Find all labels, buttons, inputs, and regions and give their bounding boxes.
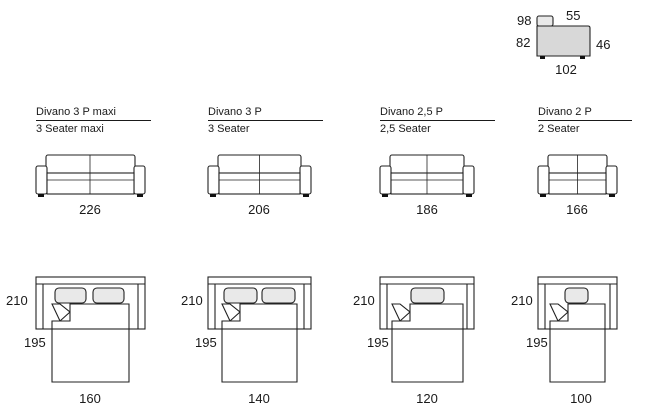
mattress-length-label: 195 [367,335,389,350]
sofa-front-view-2p [537,154,618,197]
mattress-length-label: 195 [526,335,548,350]
bed-length-label: 210 [6,293,28,308]
model-subtitle: 3 Seater [208,123,250,135]
sofa-front-view-3p [207,154,312,197]
sofa-bed-plan-2p [537,276,618,383]
mattress-width-label: 100 [570,391,592,406]
bed-length-label: 210 [353,293,375,308]
bed-length-label: 210 [511,293,533,308]
sofa-bed-plan-3p-maxi [35,276,146,383]
arm-height-label: 46 [596,37,611,52]
sofa-width-label: 226 [79,202,101,217]
seat-height-label: 82 [516,35,531,50]
mattress-width-label: 160 [79,391,101,406]
sofa-width-label: 186 [416,202,438,217]
mattress-width-label: 140 [248,391,270,406]
title-rule [380,120,495,121]
model-subtitle: 3 Seater maxi [36,123,104,135]
model-title: Divano 3 P maxi [36,106,116,118]
module-depth-label: 102 [555,62,577,77]
sofa-bed-plan-2-5p [379,276,475,383]
mattress-width-label: 120 [416,391,438,406]
mattress-length-label: 195 [24,335,46,350]
title-rule [538,120,632,121]
side-profile-drawing [536,15,591,59]
sofa-bed-plan-3p [207,276,312,383]
model-title: Divano 2,5 P [380,106,443,118]
model-subtitle: 2,5 Seater [380,123,431,135]
sofa-width-label: 206 [248,202,270,217]
back-height-label: 98 [517,13,532,28]
bed-length-label: 210 [181,293,203,308]
title-rule [208,120,323,121]
model-title: Divano 3 P [208,106,262,118]
title-rule [36,120,151,121]
mattress-length-label: 195 [195,335,217,350]
sofa-front-view-2-5p [379,154,475,197]
sofa-front-view-3p-maxi [35,154,146,197]
model-subtitle: 2 Seater [538,123,580,135]
model-title: Divano 2 P [538,106,592,118]
sofa-width-label: 166 [566,202,588,217]
seat-depth-label: 55 [566,8,581,23]
